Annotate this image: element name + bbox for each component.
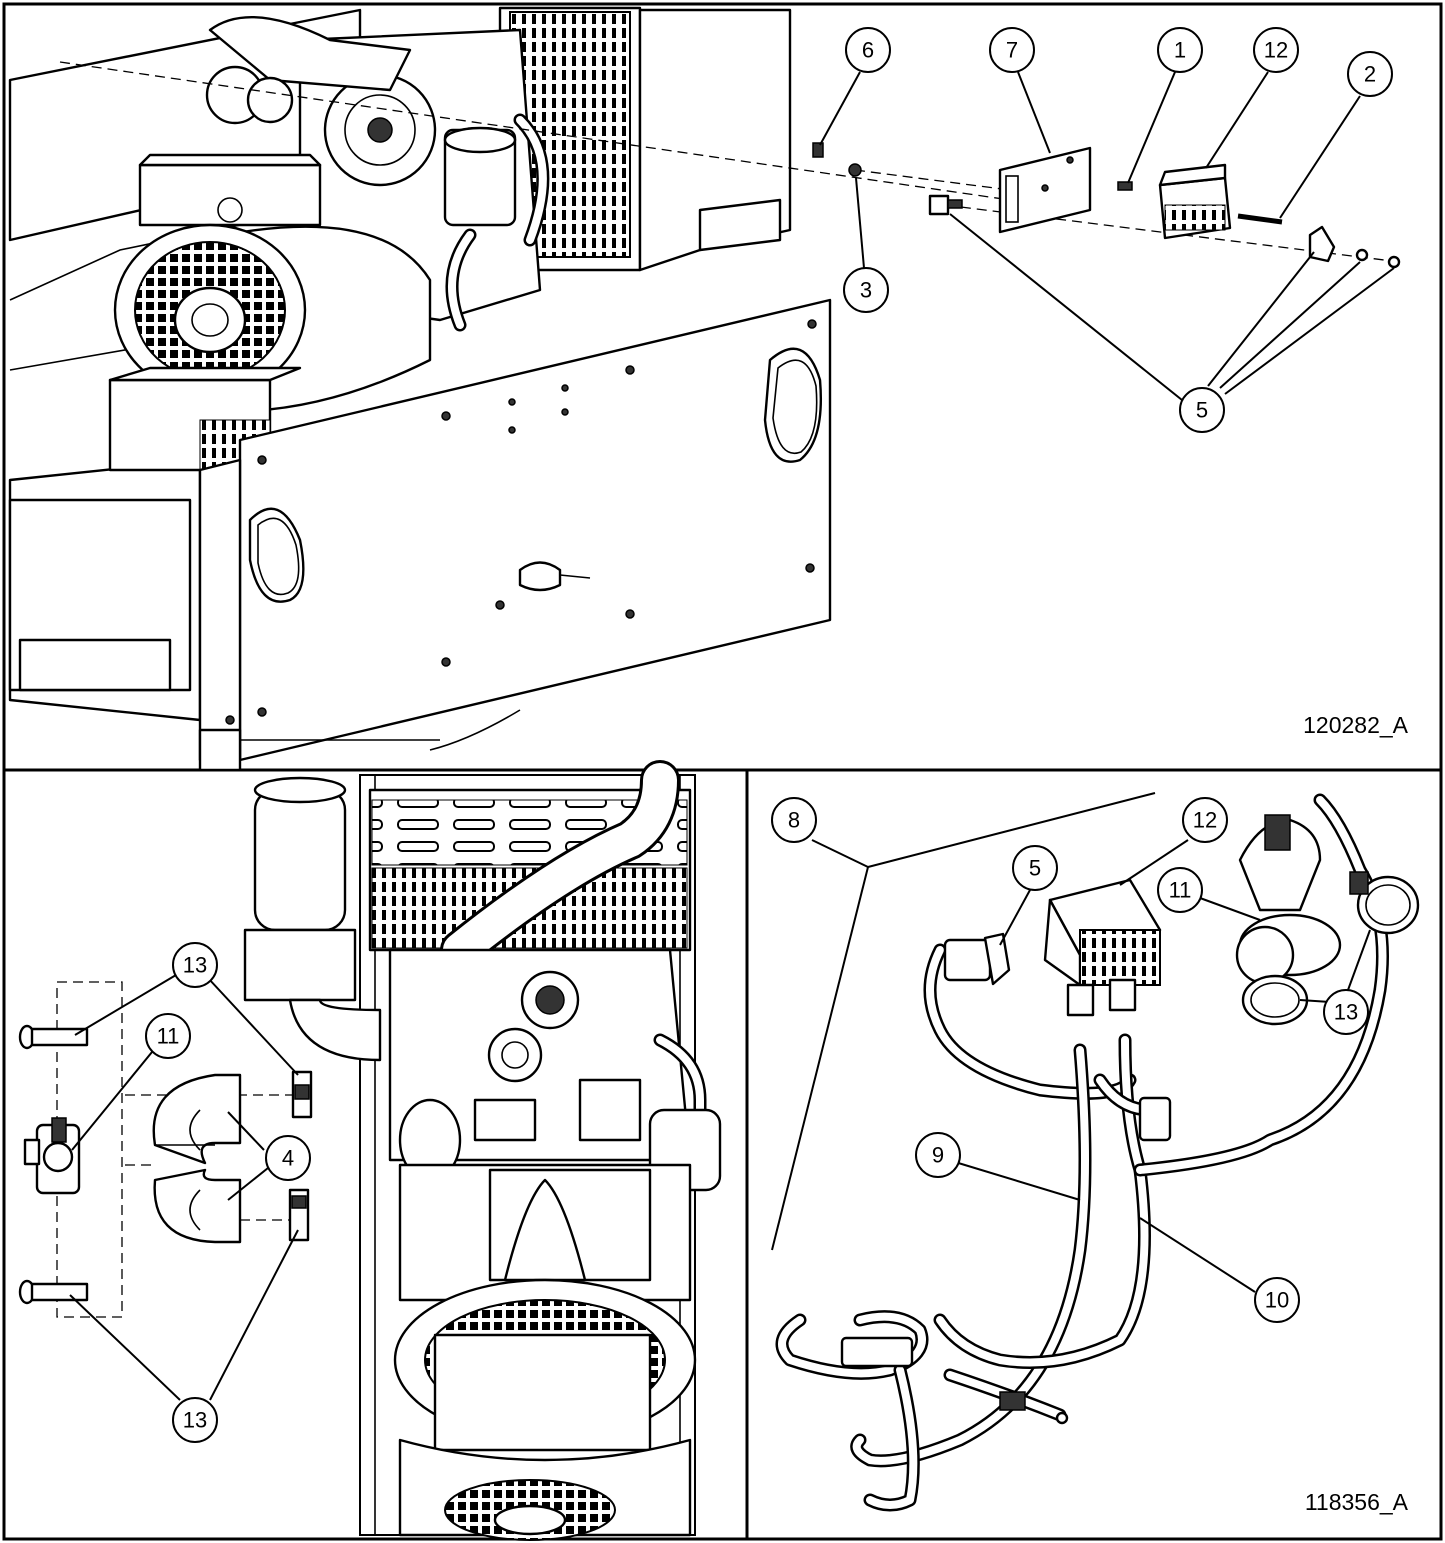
callout-13-b: 13	[172, 1397, 218, 1443]
svg-text:13: 13	[1334, 1000, 1358, 1025]
svg-text:13: 13	[183, 1408, 207, 1433]
callout-2: 2	[1347, 51, 1393, 97]
callout-9: 9	[915, 1132, 961, 1178]
figure-id-bottom-right: 118356_A	[1305, 1489, 1409, 1515]
generator-enclosure-view	[8, 6, 832, 772]
svg-text:4: 4	[282, 1146, 294, 1171]
svg-text:3: 3	[860, 278, 872, 303]
engine-top-view	[243, 760, 722, 1541]
bottom-right-leader-lines	[811, 839, 1371, 1293]
svg-text:11: 11	[1169, 878, 1192, 903]
bottom-left-leader-lines	[69, 974, 299, 1401]
callouts-bottom-left: 13 11 4 13	[145, 942, 311, 1443]
svg-text:8: 8	[788, 808, 800, 833]
svg-text:13: 13	[183, 953, 207, 978]
svg-text:7: 7	[1006, 38, 1018, 63]
svg-text:1: 1	[1174, 38, 1186, 63]
wiring-harness-view	[771, 792, 1420, 1512]
callouts-top: 6 7 1 12 2 3 5	[843, 27, 1393, 433]
callouts-bottom-right: 8 12 5 11 13 9 10	[771, 797, 1369, 1323]
svg-text:12: 12	[1264, 38, 1288, 63]
callout-11-a: 11	[145, 1013, 191, 1059]
svg-text:5: 5	[1196, 398, 1208, 423]
svg-text:6: 6	[862, 38, 874, 63]
svg-text:5: 5	[1029, 856, 1041, 881]
svg-text:9: 9	[932, 1143, 944, 1168]
top-leader-lines	[819, 71, 1395, 401]
svg-text:10: 10	[1265, 1288, 1289, 1313]
top-exploded-parts	[59, 61, 1401, 269]
callout-1: 1	[1157, 27, 1203, 73]
figure-id-top: 120282_A	[1303, 712, 1409, 738]
callout-5: 5	[1179, 387, 1225, 433]
callout-12: 12	[1253, 27, 1299, 73]
svg-text:2: 2	[1364, 62, 1376, 87]
svg-text:12: 12	[1193, 808, 1217, 833]
svg-text:11: 11	[157, 1024, 180, 1049]
callout-6: 6	[845, 27, 891, 73]
callout-4: 4	[265, 1135, 311, 1181]
callout-13-c: 13	[1323, 989, 1369, 1035]
bottom-left-exploded-parts	[18, 981, 313, 1318]
callout-5-b: 5	[1012, 845, 1058, 891]
callout-12-b: 12	[1182, 797, 1228, 843]
callout-3: 3	[843, 267, 889, 313]
callout-8: 8	[771, 797, 817, 843]
callout-11-b: 11	[1157, 867, 1203, 913]
callout-13-a: 13	[172, 942, 218, 988]
callout-10: 10	[1254, 1277, 1300, 1323]
callout-7: 7	[989, 27, 1035, 73]
